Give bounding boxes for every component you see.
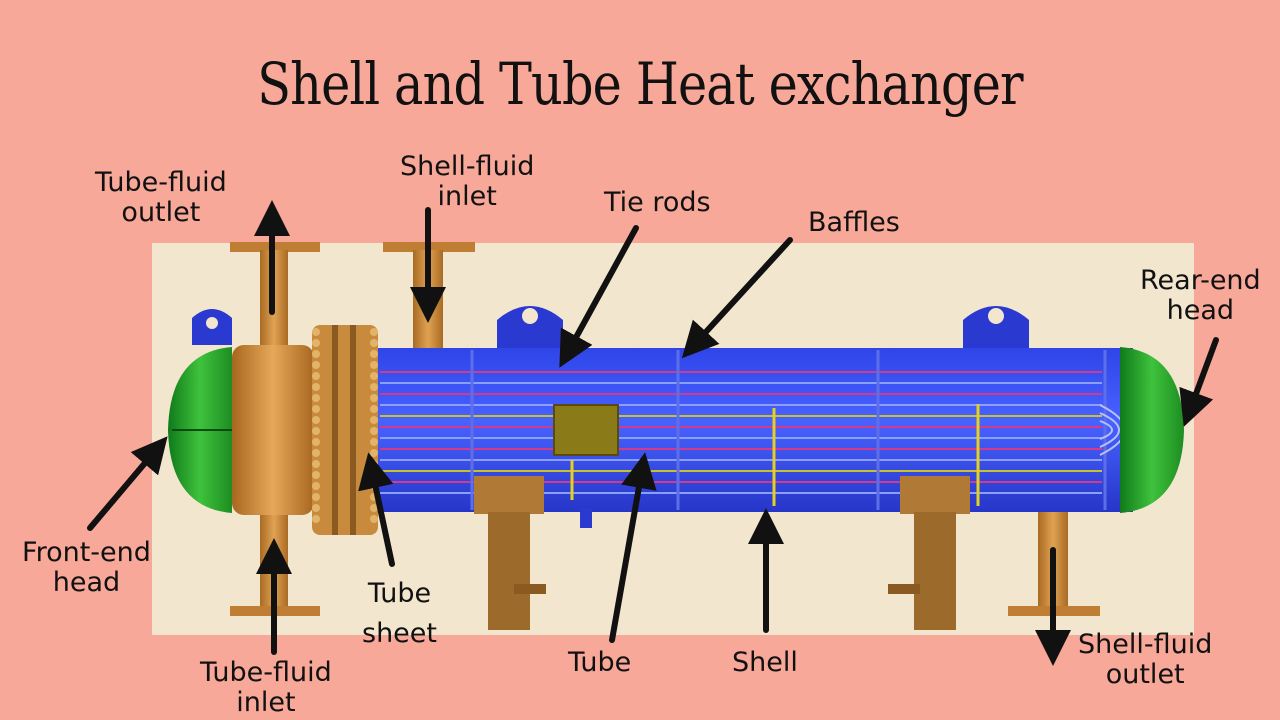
flange-bolt bbox=[370, 394, 378, 402]
lifting-lug-middle bbox=[497, 306, 563, 350]
flange-bolt bbox=[312, 350, 320, 358]
arrow-rear-end-head bbox=[1179, 337, 1219, 427]
flange-bolt bbox=[312, 339, 320, 347]
flange-bolt bbox=[312, 515, 320, 523]
tie-rods bbox=[570, 404, 980, 506]
channel bbox=[232, 345, 314, 515]
flange-bolt bbox=[312, 405, 320, 413]
flange-bolt bbox=[312, 482, 320, 490]
flange-bolt bbox=[370, 427, 378, 435]
lifting-lug-right bbox=[963, 306, 1029, 348]
label-tie-rods: Tie rods bbox=[604, 187, 711, 218]
arrow-baffles bbox=[681, 237, 793, 359]
baffles bbox=[470, 350, 1107, 510]
flange-bolt bbox=[312, 361, 320, 369]
flange-bolt bbox=[370, 405, 378, 413]
flange-bolt bbox=[312, 460, 320, 468]
flange-bolt bbox=[370, 460, 378, 468]
flange-bolt bbox=[312, 416, 320, 424]
flange-bolt bbox=[312, 328, 320, 336]
label-shell: Shell bbox=[732, 647, 798, 678]
label-tube: Tube bbox=[568, 647, 632, 678]
flange-bolt bbox=[370, 350, 378, 358]
flange-bolt bbox=[370, 438, 378, 446]
flange-bolt bbox=[312, 493, 320, 501]
flange-bolt bbox=[312, 471, 320, 479]
tube-sheet-flange bbox=[312, 325, 378, 535]
rear-end-head bbox=[1120, 347, 1184, 513]
flange-bolt bbox=[370, 383, 378, 391]
cutaway-window bbox=[553, 404, 619, 456]
label-baffles: Baffles bbox=[808, 207, 900, 238]
arrow-tube-sheet bbox=[358, 452, 395, 567]
saddle-left bbox=[474, 476, 546, 630]
arrows bbox=[87, 200, 1219, 666]
lifting-lug-left bbox=[192, 309, 232, 345]
flange-bolt bbox=[312, 427, 320, 435]
flange-bolt bbox=[312, 449, 320, 457]
flange-bolt bbox=[370, 449, 378, 457]
flange-bolt bbox=[370, 339, 378, 347]
flange-bolt bbox=[370, 372, 378, 380]
flange-bolt bbox=[312, 394, 320, 402]
diagram-title: Shell and Tube Heat exchanger bbox=[257, 50, 1023, 118]
arrow-front-end-head bbox=[87, 436, 168, 531]
flange-bolt bbox=[370, 504, 378, 512]
flange-bolt bbox=[370, 361, 378, 369]
flange-bolt bbox=[370, 416, 378, 424]
flange-bolt bbox=[312, 372, 320, 380]
flange-bolt bbox=[312, 383, 320, 391]
saddle-right bbox=[888, 476, 970, 630]
arrow-tie-rods bbox=[559, 225, 639, 368]
flange-bolt bbox=[312, 504, 320, 512]
flange-bolt bbox=[370, 515, 378, 523]
flange-bolt bbox=[312, 438, 320, 446]
arrow-tube bbox=[609, 452, 657, 643]
flange-bolt bbox=[370, 328, 378, 336]
